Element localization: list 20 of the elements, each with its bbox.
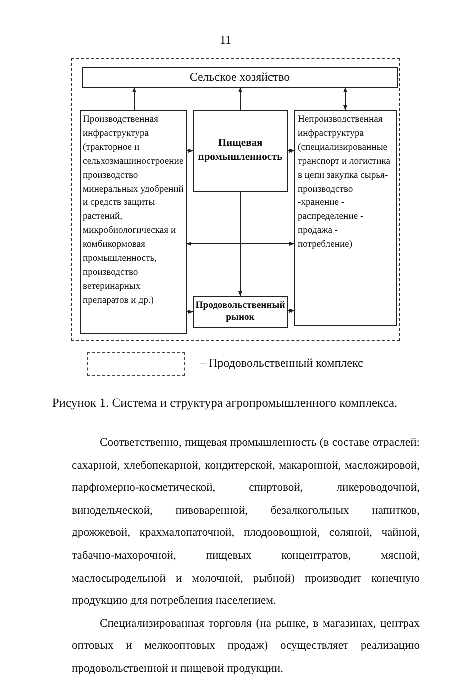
process-box: Непроизводственная инфраструктура (специализированные транспорт и логистика в цепи закупка сырья-производство -хранение - распределение - продажа - потребление): [294, 110, 397, 326]
arrow: [186, 310, 194, 314]
arrow: [344, 88, 348, 110]
arrow: [132, 88, 136, 110]
arrow: [238, 88, 242, 110]
arrow: [186, 242, 294, 246]
dashed-frame: [71, 58, 400, 341]
arrow: [186, 149, 194, 153]
paragraph: Соответственно, пищевая промышленность (в составе отраслей: сахарной, хлебопекарной, кондитерской, макаронной, масложировой, парфюмерно-косметической, спиртовой, ликероводочной, винодельческой, пивоваренной, безалкогольных напитков, дрожжевой, крахмалопаточной, плодоовощной, соляной, чайной, табачно-махорочной, пищевых концентратов, мясной, маслосыродельной и молочной, рыбной) производит конечную продукцию для потребления населением.: [72, 435, 420, 610]
process-box: Производственная инфраструктура (тракторное и сельхозмашиностроение производство минеральных удобрений и средств защиты растений, микробиологическая и комбикормовая промышленность, производство ветеринарных препаратов и др.): [80, 110, 187, 334]
page-number: 11: [220, 33, 232, 48]
process-box: Сельское хозяйство: [82, 67, 398, 88]
arrow: [288, 149, 294, 153]
process-box: Продовольственный рынок: [193, 296, 288, 328]
process-box: Пищевая промышленность: [193, 110, 288, 192]
arrow: [288, 309, 294, 313]
legend-text: – Продовольственный комплекс: [200, 356, 364, 371]
paragraph: Специализированная торговля (на рынке, в магазинах, центрах оптовых и мелкооптовых продаж) осуществляет реализацию продовольственной и пищевой продукции.: [72, 616, 420, 677]
figure-caption: Рисунок 1. Система и структура агропромышленного комплекса.: [51, 396, 399, 411]
arrow: [238, 192, 242, 296]
